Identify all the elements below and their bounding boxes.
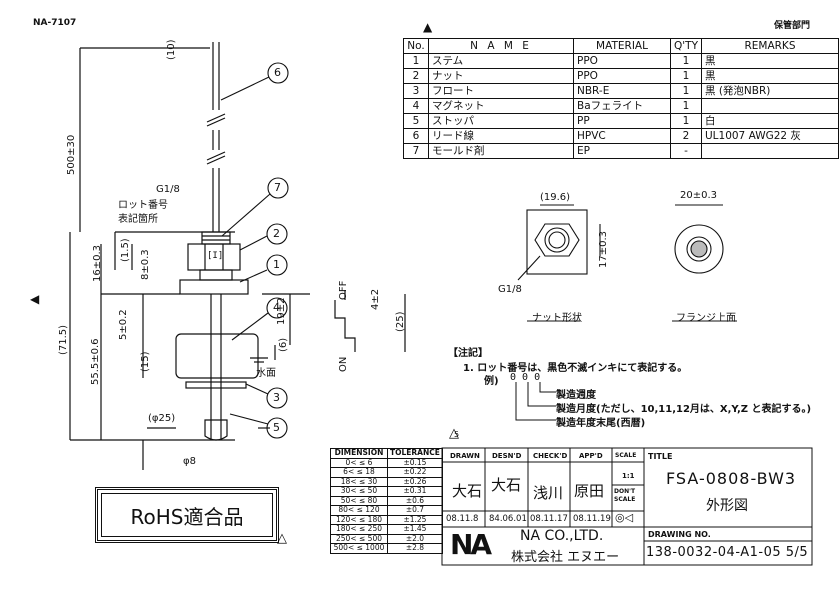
stopper	[185, 381, 247, 389]
appd-label: APP'D	[579, 452, 603, 460]
appd-name: 原田	[574, 482, 605, 500]
flange-dim: 20±0.3	[680, 190, 718, 201]
balloon-5: 5	[273, 421, 280, 434]
left-center-mark: ◀	[30, 292, 40, 306]
notes-meaning3: 製造年度末尾(西暦)	[556, 418, 646, 429]
bom-col-material: MATERIAL	[573, 38, 671, 54]
lot-mark: [I]	[207, 251, 224, 261]
drawing-no-label: DRAWING NO.	[648, 530, 711, 539]
notes-code: 0 0 0	[510, 372, 541, 383]
flange-caption: フランジ上面	[676, 313, 736, 324]
table-row: 500< ≤ 1000±2.8	[330, 543, 443, 554]
company-jp: 株式会社 エヌエー	[511, 550, 620, 565]
bom-cell: PPO	[573, 68, 671, 84]
projection-icon: ◎◁	[615, 511, 634, 524]
dim-phi25: (φ25)	[148, 413, 176, 424]
nut-caption: ナット形状	[532, 313, 582, 324]
break-line	[206, 113, 226, 123]
dont-scale-label: DON'T SCALE	[614, 488, 636, 503]
lot-label-1: ロット番号	[118, 200, 168, 211]
checkd-label: CHECK'D	[533, 452, 568, 460]
bom-col-remarks: REMARKS	[700, 38, 839, 54]
break-line	[206, 117, 226, 127]
storage-dept: 保管部門	[774, 21, 811, 31]
balloon-6: 6	[274, 66, 281, 79]
desnd-label: DESN'D	[492, 452, 522, 460]
break-line	[206, 155, 226, 165]
nut-view-hex	[534, 223, 580, 257]
scale-value: 1:1	[622, 472, 635, 480]
lot-label-2: 表記箇所	[118, 214, 158, 225]
appd-date: 08.11.19	[573, 514, 611, 524]
company-en: NA CO.,LTD.	[520, 528, 604, 544]
balloon-1: 1	[273, 258, 280, 271]
part-number: FSA-0808-BW3	[666, 469, 797, 488]
bom-cell: 黒 (発泡NBR)	[700, 83, 839, 99]
checkd-name: 浅川	[533, 484, 564, 502]
float	[175, 333, 259, 379]
balloon-7: 7	[274, 181, 281, 194]
bom-cell: モールド剤	[428, 143, 574, 159]
drawing-number: 138-0032-04-A1-05 5/5	[646, 545, 809, 560]
doc-code: NA-7107	[33, 18, 77, 28]
dim-phi8: φ8	[183, 456, 196, 467]
rohs-badge: RoHS適合品	[95, 487, 279, 543]
revision-mark: 5	[454, 430, 460, 439]
notes-title: 【注記】	[448, 348, 488, 359]
water-label: 水面	[256, 368, 276, 379]
title-label: TITLE	[648, 452, 673, 461]
nut-thread: G1/8	[498, 284, 522, 295]
top-center-mark: ▲	[423, 20, 433, 34]
bom-cell: EP	[573, 143, 671, 159]
notes-meaning2: 製造月度(ただし、10,11,12月は、X,Y,Z と表記する。)	[556, 404, 812, 415]
drawn-label: DRAWN	[450, 452, 480, 460]
break-line	[206, 151, 226, 161]
nut-dim-width: (19.6)	[540, 192, 571, 203]
notes-meaning1: 製造週度	[556, 390, 596, 401]
notes-leaders	[515, 382, 556, 421]
drawn-date: 08.11.8	[446, 514, 479, 524]
tolerance-table: DIMENSION TOLERANCE 0< ≤ 6±0.15 6< ≤ 18±…	[330, 448, 443, 554]
flange-view-outer	[674, 224, 724, 274]
drawn-name: 大石	[452, 482, 483, 500]
bom-cell	[700, 143, 839, 159]
nut-view-body	[526, 209, 588, 275]
company-logo: NA	[450, 528, 492, 561]
scale-label: SCALE	[615, 452, 637, 459]
bom-cell: UL1007 AWG22 灰	[700, 128, 839, 144]
balloon-2: 2	[273, 227, 280, 240]
rohs-revision-triangle: △	[277, 531, 287, 546]
balloon-4: 4	[273, 301, 280, 314]
bom-col-name: N A M E	[428, 38, 574, 54]
part-description: 外形図	[706, 498, 748, 514]
desnd-name: 大石	[491, 476, 522, 494]
notes-example: 例)	[484, 376, 499, 387]
notes-line1: 1. ロット番号は、黒色不滅インキにて表記する。	[463, 363, 688, 374]
bom-cell: フロート	[428, 83, 574, 99]
balloon-3: 3	[273, 391, 280, 404]
desnd-date: 84.06.01	[489, 514, 527, 524]
thread-label: G1/8	[156, 184, 180, 195]
bom-header-row: No. N A M E MATERIAL Q'TY REMARKS	[403, 38, 839, 54]
tol-cell: 500< ≤ 1000	[330, 543, 388, 554]
checkd-date: 08.11.17	[530, 514, 568, 524]
bom-cell: HPVC	[573, 128, 671, 144]
revision-triangle: △	[449, 426, 459, 441]
